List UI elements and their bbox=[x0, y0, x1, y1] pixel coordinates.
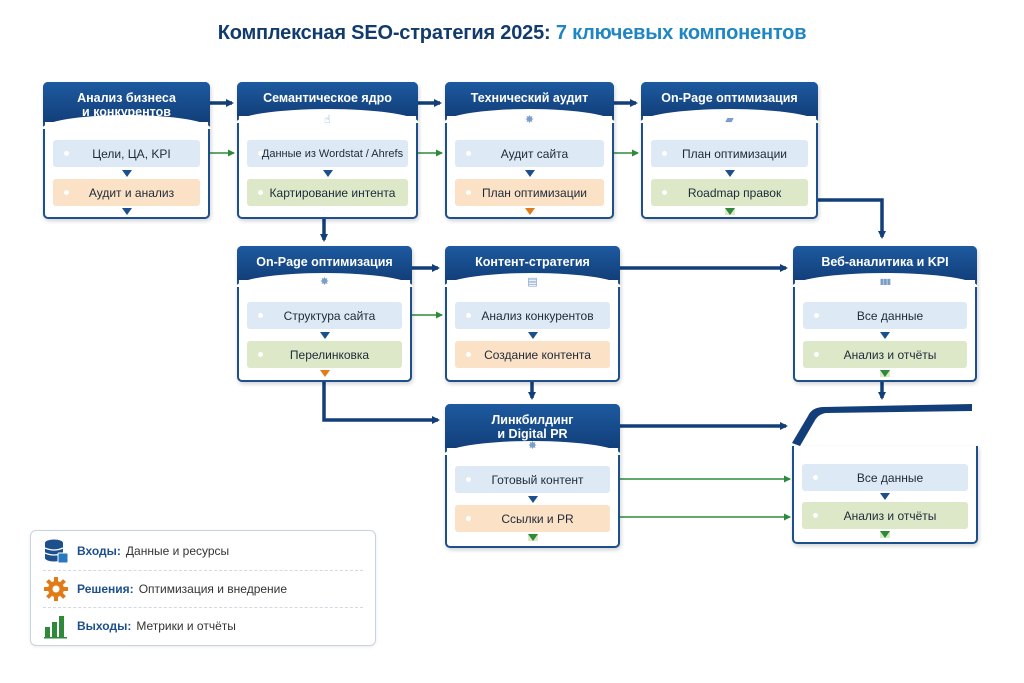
down-triangle-icon bbox=[524, 208, 535, 215]
down-triangle-icon bbox=[880, 531, 890, 538]
card-header: Анализ бизнеса и конкурентов bbox=[42, 82, 211, 129]
down-triangle-icon bbox=[527, 332, 538, 339]
down-triangle-icon bbox=[121, 208, 132, 215]
card-header: Веб-аналитика и KPI bbox=[792, 246, 978, 287]
page-title: Комплексная SEO-стратегия 2025: 7 ключев… bbox=[0, 22, 1024, 45]
title-accent: 7 ключевых компонентов bbox=[555, 22, 807, 44]
card-header: Технический аудит bbox=[444, 82, 615, 123]
card-header: On-Page оптимизация bbox=[236, 246, 413, 287]
card-title-line-2: и Digital PR bbox=[497, 427, 568, 441]
item-site-structure: Структура сайта bbox=[247, 302, 402, 329]
title-main: Комплексная SEO-стратегия 2025: bbox=[217, 22, 551, 44]
down-triangle-icon bbox=[524, 170, 535, 177]
down-triangle-icon bbox=[527, 534, 538, 541]
bar-chart-icon: ▮▮▮ bbox=[879, 277, 891, 286]
item-audit: Аудит и анализ bbox=[53, 179, 200, 206]
connector-onpage-link bbox=[322, 376, 440, 424]
down-triangle-icon bbox=[527, 496, 538, 503]
item-optimization-plan: План оптимизации bbox=[455, 179, 604, 206]
thumb-icon: ▰ bbox=[725, 114, 734, 126]
card-title: Контент-стратегия bbox=[475, 255, 590, 269]
database-icon bbox=[44, 539, 69, 564]
item-content-creation: Создание контента bbox=[455, 341, 610, 368]
card-header: Семантическое ядро bbox=[236, 82, 419, 123]
item-all-data: Все данные bbox=[803, 302, 967, 329]
item-linking: Перелинковка bbox=[247, 341, 402, 368]
gear-icon: ✸ bbox=[527, 440, 538, 452]
item-wordstat: Данные из Wordstat / Ahrefs bbox=[247, 140, 408, 167]
gear-icon bbox=[44, 577, 68, 601]
card-header: Линкбилдинг и Digital PR bbox=[444, 404, 621, 455]
card-title: Технический аудит bbox=[470, 91, 589, 105]
card-title: Семантическое ядро bbox=[263, 91, 392, 105]
item-roadmap: Roadmap правок bbox=[651, 179, 808, 206]
legend-text: Оптимизация и внедрение bbox=[138, 582, 288, 596]
down-triangle-icon bbox=[121, 170, 132, 177]
card-business-analysis: Анализ бизнеса и конкурентов Цели, ЦА, K… bbox=[42, 82, 211, 219]
bar-chart-icon bbox=[44, 616, 67, 639]
down-triangle-icon bbox=[880, 370, 890, 377]
down-triangle-icon bbox=[319, 332, 330, 339]
card-title-line-1: Анализ бизнеса bbox=[77, 91, 176, 105]
item-all-data: Все данные bbox=[802, 464, 968, 491]
connector-onpage-analytics bbox=[816, 198, 886, 239]
hand-icon: ☝ bbox=[324, 114, 331, 126]
legend: Входы: Данные и ресурсы Решения: Оптимиз… bbox=[30, 530, 376, 646]
card-linkbuilding: Линкбилдинг и Digital PR ✸ Готовый конте… bbox=[444, 404, 621, 548]
legend-text: Данные и ресурсы bbox=[125, 544, 230, 558]
card-onpage-top: On-Page оптимизация ▰ План оптимизации R… bbox=[640, 82, 819, 219]
legend-text: Метрики и отчёты bbox=[136, 619, 236, 633]
item-reports: Анализ и отчёты bbox=[803, 341, 967, 368]
down-triangle-icon bbox=[322, 170, 333, 177]
down-triangle-icon bbox=[880, 493, 890, 500]
item-goals: Цели, ЦА, KPI bbox=[53, 140, 200, 167]
item-ready-content: Готовый контент bbox=[455, 466, 610, 493]
card-onpage-mid: On-Page оптимизация ✸ Структура сайта Пе… bbox=[236, 246, 413, 382]
down-triangle-icon bbox=[724, 208, 735, 215]
item-site-audit: Аудит сайта bbox=[455, 140, 604, 167]
card-title: Веб-аналитика и KPI bbox=[821, 255, 949, 269]
card-header: On-Page оптимизация bbox=[640, 82, 819, 123]
item-intent: Картирование интента bbox=[247, 179, 408, 206]
item-plan: План оптимизации bbox=[651, 140, 808, 167]
down-triangle-icon bbox=[724, 170, 735, 177]
card-title-line-1: Линкбилдинг bbox=[491, 413, 574, 427]
card-web-analytics: Веб-аналитика и KPI ▮▮▮ Все данные Анали… bbox=[792, 246, 978, 382]
legend-key: Решения: bbox=[77, 582, 134, 596]
item-reports: Анализ и отчёты bbox=[802, 502, 968, 529]
analytics-bottom-header bbox=[792, 404, 972, 446]
card-analytics-bottom: Все данные Анализ и отчёты bbox=[792, 446, 978, 544]
legend-key: Выходы: bbox=[77, 619, 132, 633]
item-links-pr: Ссылки и PR bbox=[455, 505, 610, 532]
card-content-strategy: Контент-стратегия ▤ Анализ конкурентов С… bbox=[444, 246, 621, 382]
card-title-line-2: и конкурентов bbox=[82, 105, 171, 119]
legend-row-decisions: Решения: Оптимизация и внедрение bbox=[43, 570, 363, 607]
down-triangle-icon bbox=[319, 370, 330, 377]
card-semantic-core: Семантическое ядро ☝ Данные из Wordstat … bbox=[236, 82, 419, 219]
legend-row-inputs: Входы: Данные и ресурсы bbox=[43, 533, 363, 569]
legend-key: Входы: bbox=[77, 544, 121, 558]
gear-icon: ✸ bbox=[524, 114, 535, 126]
card-header: Контент-стратегия bbox=[444, 246, 621, 287]
card-tech-audit: Технический аудит ✸ Аудит сайта План опт… bbox=[444, 82, 615, 219]
down-triangle-icon bbox=[880, 332, 890, 339]
card-title: On-Page оптимизация bbox=[661, 91, 798, 105]
document-icon: ▤ bbox=[527, 276, 538, 288]
item-competitor-analysis: Анализ конкурентов bbox=[455, 302, 610, 329]
gear-icon: ✸ bbox=[319, 276, 330, 288]
legend-row-outputs: Выходы: Метрики и отчёты bbox=[43, 607, 363, 644]
card-title: On-Page оптимизация bbox=[256, 255, 393, 269]
